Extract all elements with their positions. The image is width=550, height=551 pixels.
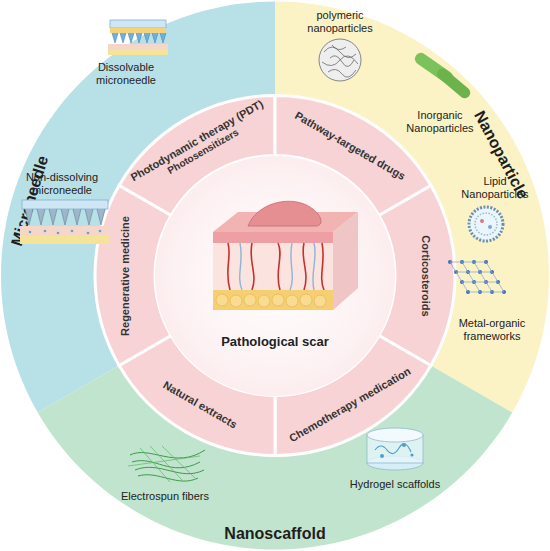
- center-disk: Pathological scar: [155, 156, 395, 396]
- item-label: Metal-organic frameworks: [452, 317, 532, 343]
- category-title: Nanoparticle: [456, 80, 547, 230]
- text-group: Microneedle: [0, 122, 62, 280]
- therapy-label: Corticosteroids: [419, 191, 432, 361]
- item-label: Inorganic Nanoparticles: [400, 109, 480, 135]
- text-group: Nanoparticle: [456, 80, 547, 230]
- item-label: Dissolvable microneedle: [86, 61, 166, 87]
- polymeric-nanoparticle-icon: [319, 39, 361, 81]
- electrospun-fiber-icon: [128, 446, 205, 482]
- category-title: Microneedle: [0, 122, 62, 280]
- item-label: Electrospun fibers: [105, 490, 225, 503]
- hydrogel-scaffold-icon: [367, 428, 423, 470]
- item-label: Lipid Nanoparticles: [459, 175, 531, 201]
- mof-icon: [448, 260, 506, 294]
- center-title: Pathological scar: [155, 334, 395, 349]
- item-label: polymeric nanoparticles: [300, 9, 380, 35]
- lipid-nanoparticle-icon: [469, 207, 503, 241]
- dissolvable-microneedle-icon: [108, 20, 168, 55]
- text-group: Corticosteroids: [419, 191, 432, 361]
- inorganic-nanoparticle-icon: [413, 50, 473, 100]
- item-label: Non-dissolving microneedle: [17, 171, 107, 197]
- text-group: Nanoscaffold: [195, 525, 355, 543]
- category-title: Nanoscaffold: [195, 525, 355, 543]
- text-group: Pathological scar: [155, 334, 395, 349]
- non-dissolving-microneedle-icon: [20, 200, 110, 244]
- item-label: Hydrogel scaffolds: [335, 478, 455, 491]
- text-group: Regenerative medicine: [119, 191, 132, 361]
- therapy-label: Regenerative medicine: [119, 191, 132, 361]
